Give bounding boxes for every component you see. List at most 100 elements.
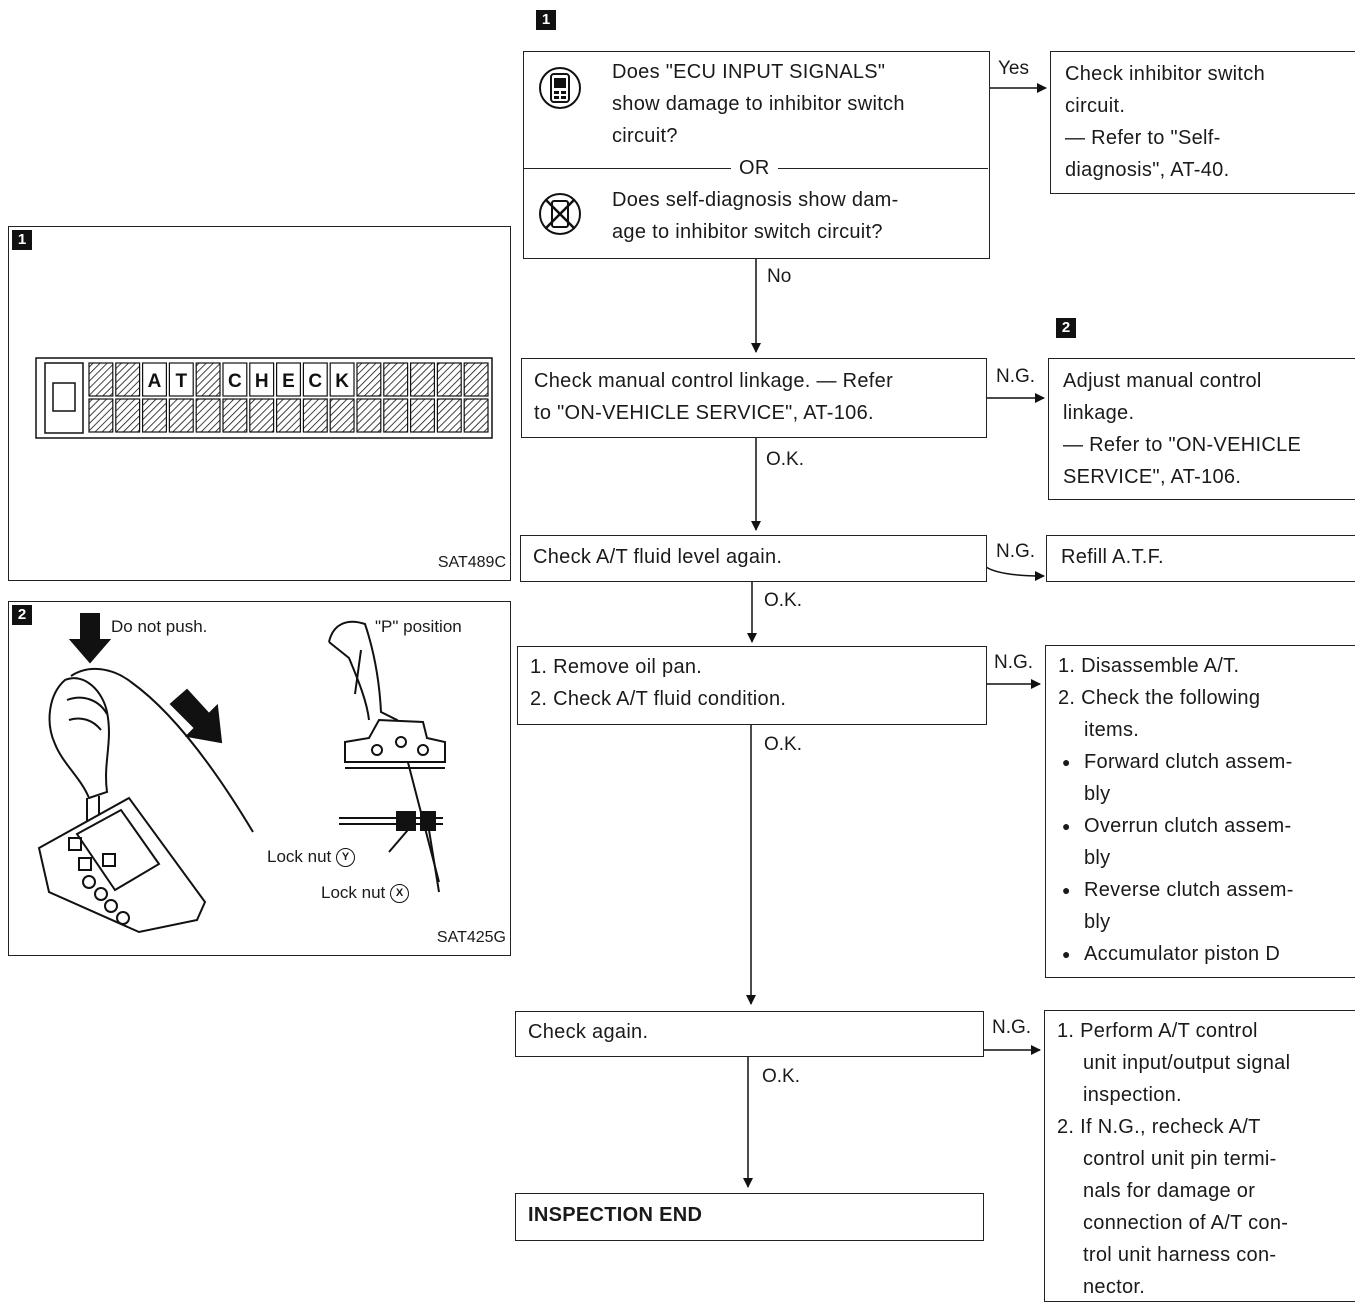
result-box-1: Check inhibitor switch circuit. — Refer … <box>1050 51 1355 194</box>
figure-2-tag: 2 <box>12 605 32 625</box>
result-5-line-4: 2. If N.G., recheck A/T <box>1057 1116 1261 1138</box>
display-char-cell <box>302 362 328 397</box>
step-2-line-1: Check manual control linkage. — Refer <box>534 370 894 392</box>
figure-2-code: SAT425G <box>436 929 506 946</box>
figure-2-panel: 2 <box>8 601 511 956</box>
result-1-line-2: circuit. <box>1065 95 1126 117</box>
result-5-line-2: unit input/output signal <box>1083 1052 1291 1074</box>
display-hatched-cell <box>356 398 382 433</box>
result-4-bullet-3a: Reverse clutch assem- <box>1062 874 1294 906</box>
display-char: K <box>335 371 349 392</box>
lock-nut-x-mark: X <box>390 884 409 904</box>
display-char: C <box>228 371 242 392</box>
display-hatched-cell <box>249 398 275 433</box>
ok-label-5: O.K. <box>762 1066 801 1087</box>
display-char-cell <box>329 362 355 397</box>
display-hatched-cell <box>302 398 328 433</box>
result-2-line-1: Adjust manual control <box>1063 370 1262 392</box>
result-4-line-1: 1. Disassemble A/T. <box>1058 655 1240 677</box>
ng-label-4: N.G. <box>994 652 1034 673</box>
display-hatched-cell <box>436 362 462 397</box>
question-line-5: age to inhibitor switch circuit? <box>612 221 883 243</box>
display-hatched-cell <box>195 398 221 433</box>
result-3-line-1: Refill A.T.F. <box>1061 546 1164 568</box>
display-hatched-cell <box>463 362 489 397</box>
display-hatched-cell <box>436 398 462 433</box>
step-tag-2: 2 <box>1056 318 1076 338</box>
result-1-line-4: diagnosis", AT-40. <box>1065 159 1230 181</box>
question-line-4: Does self-diagnosis show dam- <box>612 189 899 211</box>
step-4-line-2: 2. Check A/T fluid condition. <box>530 688 787 710</box>
ng-arrow-5 <box>981 1041 1041 1055</box>
display-hatched-cell <box>463 398 489 433</box>
result-4-bullet-2a: Overrun clutch assem- <box>1062 810 1291 842</box>
result-4-bullet-4: Accumulator piston D <box>1062 938 1280 970</box>
result-4-bullet-3b: bly <box>1084 911 1111 933</box>
question-line-3: circuit? <box>612 125 678 147</box>
display-char-cell <box>276 362 302 397</box>
result-1-line-3: — Refer to "Self- <box>1065 127 1221 149</box>
display-hatched-cell <box>88 398 114 433</box>
selector-lever-illustration <box>37 613 446 934</box>
display-char: C <box>308 371 322 392</box>
display-hatched-cell <box>195 362 221 397</box>
display-hatched-cell <box>168 398 194 433</box>
display-char: A <box>148 371 162 392</box>
result-box-5: 1. Perform A/T control unit input/output… <box>1044 1010 1355 1302</box>
result-box-4: 1. Disassemble A/T. 2. Check the followi… <box>1045 645 1355 978</box>
step-tag-1: 1 <box>536 10 556 30</box>
inspection-end-label: INSPECTION END <box>528 1204 703 1226</box>
display-hatched-cell <box>276 398 302 433</box>
display-hatched-cell <box>88 362 114 397</box>
step-box-oil-pan: 1. Remove oil pan. 2. Check A/T fluid co… <box>517 646 987 725</box>
result-5-line-7: connection of A/T con- <box>1083 1212 1289 1234</box>
display-char-cell <box>168 362 194 397</box>
result-5-line-3: inspection. <box>1083 1084 1182 1106</box>
step-box-fluid-level: Check A/T fluid level again. <box>520 535 987 582</box>
display-hatched-cell <box>383 398 409 433</box>
ng-arrow-3 <box>985 566 1045 581</box>
result-1-line-1: Check inhibitor switch <box>1065 63 1266 85</box>
figure-1-tag: 1 <box>12 230 32 250</box>
result-4-bullet-1b: bly <box>1084 783 1111 805</box>
inspection-end-box: INSPECTION END <box>515 1193 984 1241</box>
display-char-cell <box>222 362 248 397</box>
display-hatched-cell <box>410 362 436 397</box>
result-4-bullet-2b: bly <box>1084 847 1111 869</box>
ng-label-5: N.G. <box>992 1017 1032 1038</box>
display-hatched-cell <box>410 398 436 433</box>
display-char: H <box>255 371 269 392</box>
step-5-line-1: Check again. <box>528 1021 649 1043</box>
display-hatched-cell <box>141 398 167 433</box>
step-2-line-2: to "ON-VEHICLE SERVICE", AT-106. <box>534 402 874 424</box>
ok-label-4: O.K. <box>764 734 803 755</box>
result-2-line-2: linkage. <box>1063 402 1135 424</box>
display-char: E <box>282 371 295 392</box>
display-char-cell <box>249 362 275 397</box>
down-arrow-icon <box>68 613 112 664</box>
result-4-line-3: items. <box>1084 719 1140 741</box>
result-5-line-8: trol unit harness con- <box>1083 1244 1277 1266</box>
question-line-2: show damage to inhibitor switch <box>612 93 905 115</box>
or-label: OR <box>731 152 778 184</box>
ok-label-3: O.K. <box>764 590 803 611</box>
display-char: T <box>175 371 187 392</box>
step-3-line-1: Check A/T fluid level again. <box>533 546 783 568</box>
lock-nut-x-label: Lock nut X <box>321 882 409 904</box>
consult-tester-icon <box>539 67 581 109</box>
result-2-line-4: SERVICE", AT-106. <box>1063 466 1242 488</box>
lock-nut-y-label: Lock nut Y <box>267 846 355 868</box>
figure-1-code: SAT489C <box>437 554 506 571</box>
display-hatched-cell <box>115 398 141 433</box>
result-5-line-6: nals for damage or <box>1083 1180 1256 1202</box>
lock-nut-y-mark: Y <box>336 848 355 868</box>
display-hatched-cell <box>115 362 141 397</box>
no-tools-icon <box>539 193 581 235</box>
yes-label: Yes <box>998 58 1029 79</box>
no-label: No <box>767 266 792 287</box>
display-hatched-cell <box>383 362 409 397</box>
result-5-line-9: nector. <box>1083 1276 1146 1298</box>
result-4-line-2: 2. Check the following <box>1058 687 1261 709</box>
result-5-line-5: control unit pin termi- <box>1083 1148 1277 1170</box>
